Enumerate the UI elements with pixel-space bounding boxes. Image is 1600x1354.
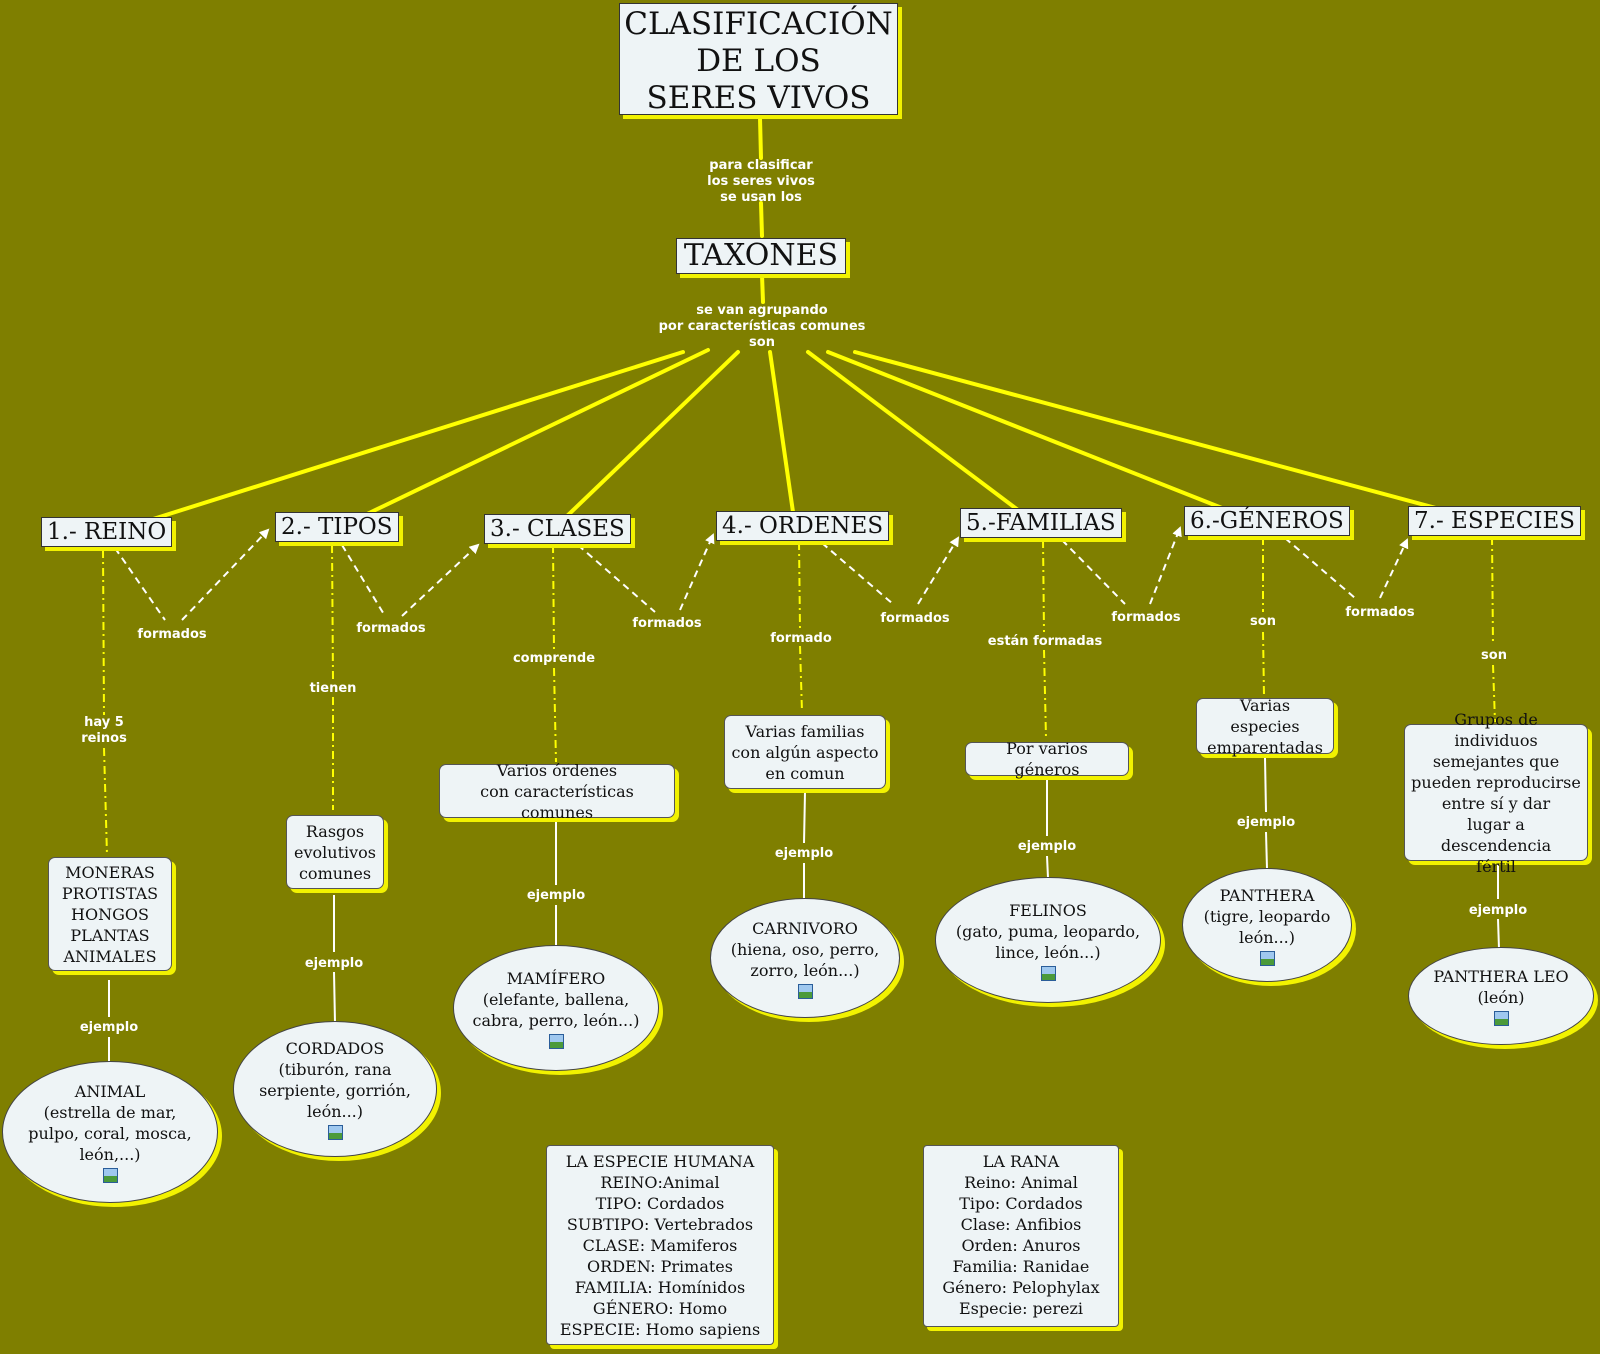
example-especies-text: PANTHERA LEO (león) bbox=[1433, 967, 1569, 1007]
taxon-especies-label: 7.- ESPECIES bbox=[1414, 508, 1576, 534]
link-label-relation: hay 5 reinos bbox=[81, 715, 127, 746]
desc-familias-text: Por varios géneros bbox=[1006, 739, 1088, 779]
desc-familias: Por varios géneros bbox=[965, 739, 1129, 779]
page-title: CLASIFICACIÓN DE LOS SERES VIVOS bbox=[624, 6, 893, 116]
taxon-familias-label: 5.-FAMILIAS bbox=[966, 510, 1116, 536]
taxon-reino: 1.- REINO bbox=[41, 517, 173, 547]
example-tipos-text: CORDADOS (tiburón, rana serpiente, gorri… bbox=[259, 1039, 411, 1121]
desc-reino-text: MONERAS PROTISTAS HONGOS PLANTAS ANIMALE… bbox=[61, 862, 159, 966]
example-familias: FELINOS (gato, puma, leopardo, lince, le… bbox=[935, 877, 1161, 1003]
link-label-relation: están formadas bbox=[987, 634, 1103, 649]
image-icon[interactable] bbox=[327, 1125, 343, 1140]
desc-tipos-text: Rasgos evolutivos comunes bbox=[294, 821, 376, 883]
example-ordenes: CARNIVORO (hiena, oso, perro, zorro, leó… bbox=[710, 898, 900, 1018]
link-label-ejemplo: ejemplo bbox=[304, 956, 364, 971]
taxon-reino-label: 1.- REINO bbox=[47, 519, 167, 545]
taxon-ordenes-label: 4.- ORDENES bbox=[722, 513, 884, 539]
example-tipos: CORDADOS (tiburón, rana serpiente, gorri… bbox=[233, 1021, 437, 1157]
taxon-tipos: 2.- TIPOS bbox=[275, 512, 399, 542]
example-clases-text: MAMÍFERO (elefante, ballena, cabra, perr… bbox=[472, 968, 640, 1030]
taxon-generos-label: 6.-GÉNEROS bbox=[1190, 508, 1344, 534]
taxones-label: TAXONES bbox=[683, 238, 839, 273]
link-label-ejemplo: ejemplo bbox=[79, 1020, 139, 1035]
example-ordenes-text: CARNIVORO (hiena, oso, perro, zorro, leó… bbox=[730, 918, 880, 980]
link-label-relation: son bbox=[1250, 614, 1276, 629]
link-label-ejemplo: ejemplo bbox=[1236, 815, 1296, 830]
desc-ordenes: Varias familias con algún aspecto en com… bbox=[724, 715, 886, 789]
link-label-formados: formados bbox=[880, 611, 950, 626]
link-label-formados: formados bbox=[1345, 605, 1415, 620]
image-icon[interactable] bbox=[1259, 950, 1275, 966]
image-icon[interactable] bbox=[1493, 1011, 1509, 1026]
example-familias-text: FELINOS (gato, puma, leopardo, lince, le… bbox=[955, 900, 1141, 962]
link-label-formados: formados bbox=[632, 616, 702, 631]
example-reino-text: ANIMAL (estrella de mar, pulpo, coral, m… bbox=[28, 1082, 192, 1164]
human-species-box: LA ESPECIE HUMANA REINO:Animal TIPO: Cor… bbox=[546, 1145, 774, 1345]
taxon-especies: 7.- ESPECIES bbox=[1408, 506, 1582, 536]
link-label-formados: formados bbox=[137, 627, 207, 642]
link-label-ejemplo: ejemplo bbox=[1468, 903, 1528, 918]
example-reino: ANIMAL (estrella de mar, pulpo, coral, m… bbox=[2, 1061, 218, 1203]
taxon-ordenes: 4.- ORDENES bbox=[716, 511, 890, 541]
link-label-ejemplo: ejemplo bbox=[774, 846, 834, 861]
desc-generos: Varias especies emparentadas bbox=[1196, 696, 1334, 757]
desc-ordenes-text: Varias familias con algún aspecto en com… bbox=[731, 721, 879, 783]
taxon-clases: 3.- CLASES bbox=[484, 514, 631, 544]
link-label-ejemplo: ejemplo bbox=[1017, 839, 1077, 854]
example-clases: MAMÍFERO (elefante, ballena, cabra, perr… bbox=[453, 945, 659, 1071]
image-icon[interactable] bbox=[797, 983, 813, 999]
title-box: CLASIFICACIÓN DE LOS SERES VIVOS bbox=[619, 3, 898, 116]
human-species-text: LA ESPECIE HUMANA REINO:Animal TIPO: Cor… bbox=[559, 1152, 761, 1339]
link-label-relation: tienen bbox=[309, 681, 357, 696]
link-label-formados: formados bbox=[356, 621, 426, 636]
taxon-familias: 5.-FAMILIAS bbox=[960, 508, 1122, 538]
taxones-box: TAXONES bbox=[676, 238, 846, 274]
link-label-title: para clasificar los seres vivos se usan … bbox=[707, 158, 815, 205]
desc-tipos: Rasgos evolutivos comunes bbox=[286, 815, 384, 889]
image-icon[interactable] bbox=[548, 1033, 564, 1049]
link-label-ejemplo: ejemplo bbox=[526, 888, 586, 903]
image-icon[interactable] bbox=[1040, 965, 1056, 981]
link-label-formados: formados bbox=[1111, 610, 1181, 625]
desc-clases: Varios órdenes con características comun… bbox=[439, 761, 675, 822]
example-generos: PANTHERA (tigre, leopardo león...) bbox=[1182, 868, 1352, 982]
link-label-relation: son bbox=[1481, 648, 1507, 663]
desc-reino: MONERAS PROTISTAS HONGOS PLANTAS ANIMALE… bbox=[48, 857, 172, 971]
link-label-relation: formado bbox=[770, 631, 832, 646]
desc-especies: Grupos de individuos semejantes que pued… bbox=[1404, 710, 1588, 876]
desc-clases-text: Varios órdenes con características comun… bbox=[480, 760, 634, 822]
taxon-clases-label: 3.- CLASES bbox=[490, 516, 625, 542]
taxon-generos: 6.-GÉNEROS bbox=[1184, 506, 1350, 536]
frog-text: LA RANA Reino: Animal Tipo: Cordados Cla… bbox=[942, 1152, 1100, 1318]
taxon-tipos-label: 2.- TIPOS bbox=[281, 514, 393, 540]
frog-box: LA RANA Reino: Animal Tipo: Cordados Cla… bbox=[923, 1145, 1119, 1327]
image-icon[interactable] bbox=[102, 1168, 118, 1183]
link-label-taxones: se van agrupando por características com… bbox=[658, 303, 866, 350]
desc-generos-text: Varias especies emparentadas bbox=[1207, 695, 1323, 757]
link-label-relation: comprende bbox=[512, 651, 596, 666]
example-especies: PANTHERA LEO (león) bbox=[1408, 947, 1594, 1045]
desc-especies-text: Grupos de individuos semejantes que pued… bbox=[1411, 709, 1581, 876]
example-generos-text: PANTHERA (tigre, leopardo león...) bbox=[1203, 885, 1331, 947]
